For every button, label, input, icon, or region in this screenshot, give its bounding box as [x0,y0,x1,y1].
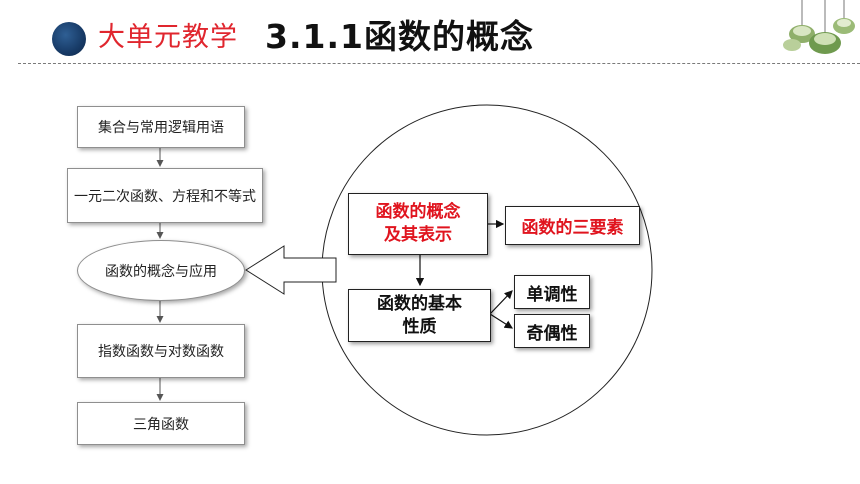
header-divider [18,63,860,64]
detail-box-parity: 奇偶性 [514,314,590,348]
flow-box-sets-logic: 集合与常用逻辑用语 [77,106,245,148]
flow-ellipse-function-concept: 函数的概念与应用 [77,240,245,301]
detail-box-three-elements: 函数的三要素 [505,206,640,245]
header-tag: 大单元教学 [98,22,238,53]
detail-box-properties: 函数的基本 性质 [348,289,491,342]
flow-box-quadratic: 一元二次函数、方程和不等式 [67,168,263,223]
header-bullet-icon [52,22,86,56]
hanging-lamps-icon [783,0,855,54]
flow-box-exp-log: 指数函数与对数函数 [77,324,245,378]
detail-box-monotonic: 单调性 [514,275,590,309]
flow-box-trig: 三角函数 [77,402,245,445]
page-title: 3.1.1函数的概念 [265,17,534,56]
detail-box-concept: 函数的概念 及其表示 [348,193,488,255]
